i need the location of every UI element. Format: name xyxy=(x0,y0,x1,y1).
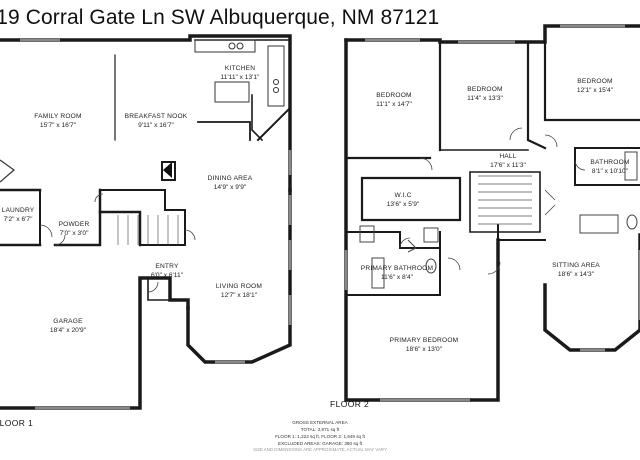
garage-name: GARAGE xyxy=(53,318,83,325)
bedroom-3-dims: 12'1" x 15'4" xyxy=(577,87,614,94)
bathroom-dims: 8'1" x 10'10" xyxy=(592,168,629,175)
sitting-area-name: SITTING AREA xyxy=(552,262,600,269)
kitchen-name: KITCHEN xyxy=(225,65,255,72)
floor2-doors xyxy=(399,127,586,275)
wic-name: W.I.C xyxy=(394,192,411,199)
area-summary-title: GROSS EXTERNAL AREA xyxy=(292,420,348,425)
bathroom-name: BATHROOM xyxy=(590,159,629,166)
floor1-left-stair-edge xyxy=(0,159,15,183)
entry-dims: 6'0" x 6'11" xyxy=(151,272,184,279)
floor1-label: FLOOR 1 xyxy=(0,418,33,428)
living-room-name: LIVING ROOM xyxy=(216,283,262,290)
floor1-windows xyxy=(20,38,292,410)
area-summary-disclaimer: SIZE AND DIMENSIONS ARE APPROXIMATE, ACT… xyxy=(253,447,387,452)
hall-name: HALL xyxy=(499,153,516,160)
powder-dims: 7'0" x 3'0" xyxy=(60,230,89,237)
primary-bedroom-dims: 18'6" x 13'0" xyxy=(406,346,443,353)
bedroom-2-dims: 11'4" x 13'3" xyxy=(467,95,503,102)
garage-dims: 18'4" x 20'9" xyxy=(50,327,87,334)
kitchen-fixtures xyxy=(194,39,285,107)
sitting-area-dims: 18'6" x 14'3" xyxy=(558,271,595,278)
entry-name: ENTRY xyxy=(155,263,179,270)
area-summary-excluded: EXCLUDED AREAS: GARAGE: 380 sq ft xyxy=(278,441,363,446)
area-summary-floors: FLOOR 1: 1,222 sq ft, FLOOR 2: 1,649 sq … xyxy=(275,434,366,439)
bedroom-3-name: BEDROOM xyxy=(577,78,612,85)
floor2-windows xyxy=(344,24,640,402)
area-summary: GROSS EXTERNAL AREA TOTAL: 2,871 sq ft F… xyxy=(253,420,387,452)
floor2-labels: BEDROOM 11'1" x 14'7" BEDROOM 11'4" x 13… xyxy=(361,78,630,353)
wic-dims: 13'6" x 5'9" xyxy=(387,201,420,208)
floor2-fixtures xyxy=(359,151,638,289)
primary-bedroom-name: PRIMARY BEDROOM xyxy=(390,337,459,344)
dining-area-dims: 14'9" x 9'9" xyxy=(214,184,247,191)
breakfast-nook-dims: 9'11" x 16'7" xyxy=(138,122,174,129)
powder-name: POWDER xyxy=(59,221,90,228)
family-room-name: FAMILY ROOM xyxy=(34,113,81,120)
bedroom-1-name: BEDROOM xyxy=(376,92,411,99)
kitchen-dims: 11'11" x 13'1" xyxy=(221,74,261,81)
bedroom-2-name: BEDROOM xyxy=(467,86,502,93)
laundry-dims: 7'2" x 6'7" xyxy=(4,216,33,223)
primary-bathroom-dims: 11'6" x 8'4" xyxy=(381,274,414,281)
floor1-walls xyxy=(0,34,292,410)
family-room-dims: 15'7" x 16'7" xyxy=(40,122,77,129)
bedroom-1-dims: 11'1" x 14'7" xyxy=(376,101,412,108)
primary-bathroom-name: PRIMARY BATHROOM xyxy=(361,265,433,272)
floor1-stairs xyxy=(117,215,179,245)
floor2-label: FLOOR 2 xyxy=(330,399,369,409)
laundry-name: LAUNDRY xyxy=(2,207,35,214)
floor1-doors xyxy=(39,193,196,293)
floor1-labels: FAMILY ROOM 15'7" x 16'7" BREAKFAST NOOK… xyxy=(2,65,262,334)
hall-dims: 17'6" x 11'3" xyxy=(490,162,526,169)
area-summary-total: TOTAL: 2,871 sq ft xyxy=(301,427,340,432)
property-address: 119 Corral Gate Ln SW Albuquerque, NM 87… xyxy=(0,6,440,29)
fireplace-icon xyxy=(163,162,172,178)
floor2-stairs xyxy=(478,175,532,225)
living-room-dims: 12'7" x 18'1" xyxy=(221,292,258,299)
breakfast-nook-name: BREAKFAST NOOK xyxy=(125,113,188,120)
dining-area-name: DINING AREA xyxy=(208,175,253,182)
